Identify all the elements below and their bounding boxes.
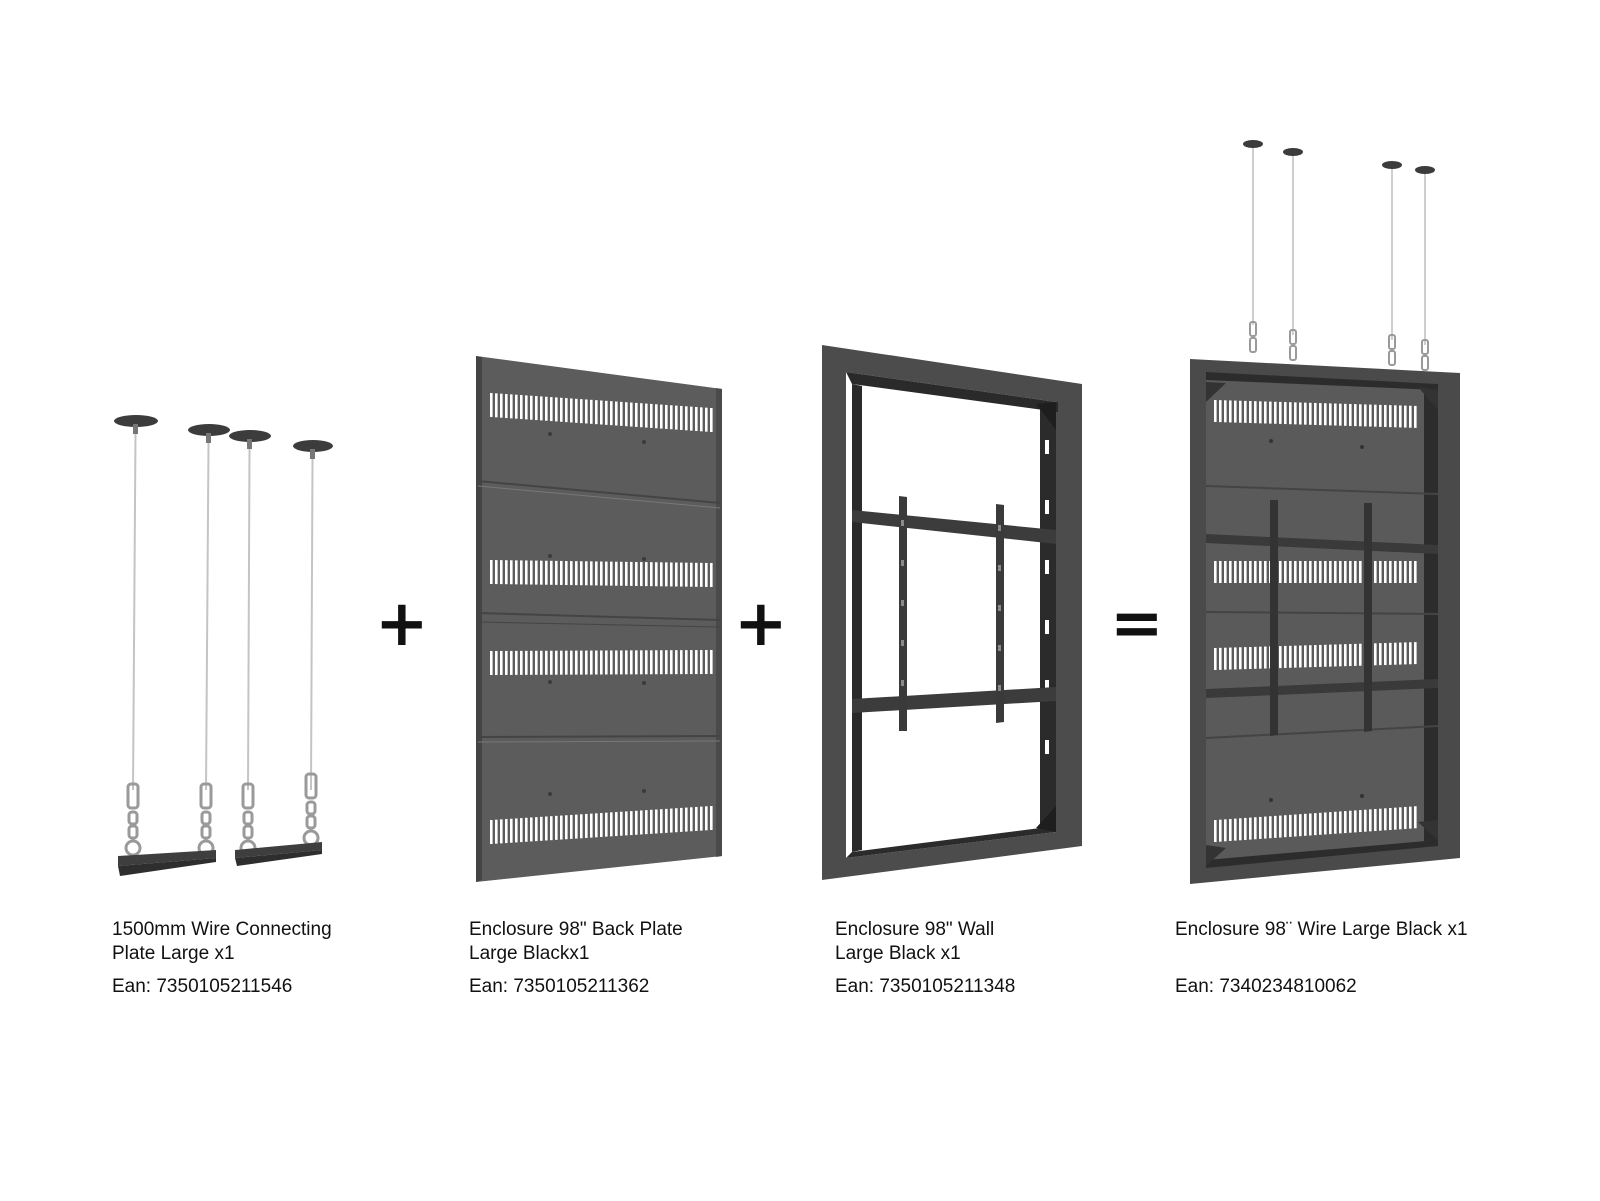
product-caption-assembled: Enclosure 98¨ Wire Large Black x1 Ean: 7… xyxy=(1175,918,1468,999)
back-plate-image xyxy=(476,356,722,882)
product-ean: Ean: 7350105211348 xyxy=(835,976,1016,997)
product-name: Enclosure 98¨ Wire Large Black x1 xyxy=(1175,919,1468,940)
product-caption-back-plate: Enclosure 98" Back Plate Large Blackx1 E… xyxy=(469,918,683,999)
product-name: Enclosure 98" Back Plate Large Blackx1 xyxy=(469,919,683,964)
product-caption-wall-frame: Enclosure 98" Wall Large Black x1 Ean: 7… xyxy=(835,918,1015,999)
product-ean: Ean: 7350105211362 xyxy=(469,976,650,997)
product-ean: Ean: 7340234810062 xyxy=(1175,976,1357,997)
product-name: Enclosure 98" Wall Large Black x1 xyxy=(835,919,995,964)
wire-kit-image xyxy=(114,415,333,876)
product-name: 1500mm Wire Connecting Plate Large x1 xyxy=(112,919,332,964)
product-ean: Ean: 7350105211546 xyxy=(112,976,293,997)
assembled-enclosure-image xyxy=(1190,140,1460,884)
product-caption-wire-kit: 1500mm Wire Connecting Plate Large x1 Ea… xyxy=(112,918,332,999)
plus-sign-2: + xyxy=(734,587,788,661)
plus-sign-1: + xyxy=(375,587,429,661)
equals-sign: = xyxy=(1110,587,1164,661)
wall-frame-image xyxy=(822,345,1082,880)
